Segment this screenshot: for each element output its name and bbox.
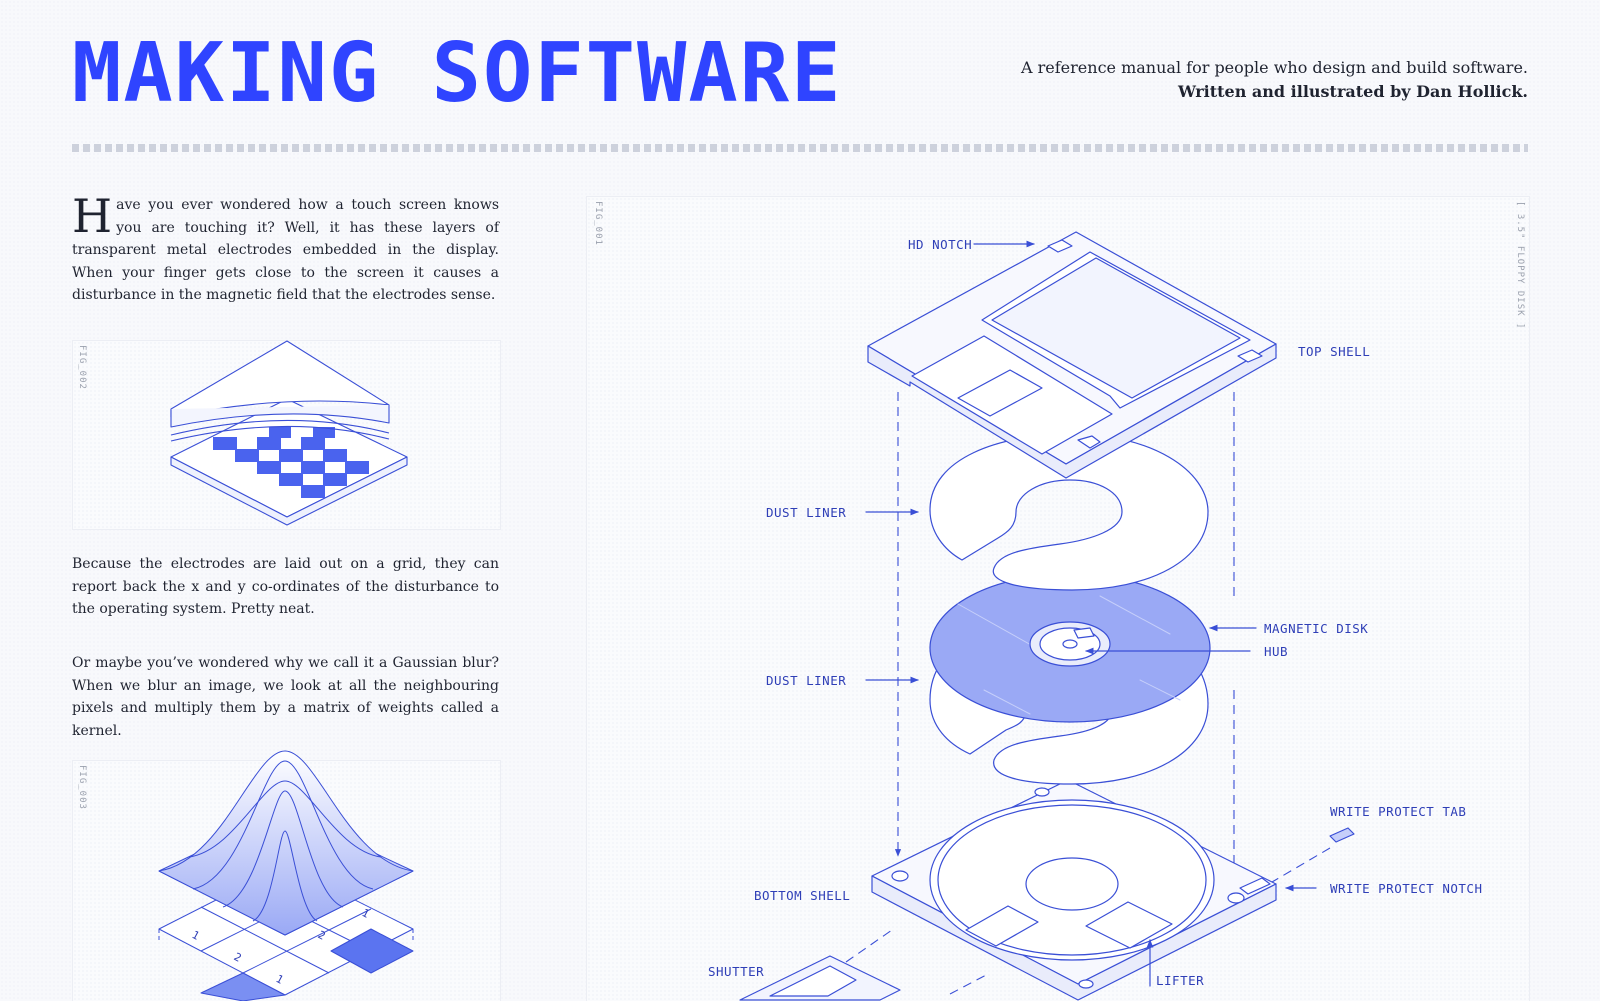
intro-text: ave you ever wondered how a touch screen… bbox=[72, 197, 499, 303]
label-bottom-shell: BOTTOM SHELL bbox=[754, 888, 850, 903]
tagline-author: Written and illustrated by Dan Hollick. bbox=[1178, 82, 1528, 101]
figure-touchscreen: FIG_002 bbox=[72, 340, 501, 530]
label-dust-liner-bottom: DUST LINER bbox=[766, 673, 846, 688]
site-title[interactable]: MAKING SOFTWARE bbox=[72, 26, 843, 121]
drop-cap: H bbox=[72, 189, 113, 243]
label-magnetic-disk: MAGNETIC DISK bbox=[1264, 621, 1368, 636]
label-dust-liner-top: DUST LINER bbox=[766, 505, 846, 520]
kernel-value: 2 bbox=[232, 950, 244, 965]
kernel-value: 1 bbox=[190, 928, 202, 943]
top-shell bbox=[867, 231, 1277, 479]
gaussian-paragraph: Or maybe you’ve wondered why we call it … bbox=[72, 655, 499, 739]
fig-002-label: FIG_002 bbox=[77, 345, 87, 390]
magnetic-disk bbox=[929, 573, 1211, 723]
write-protect-tab bbox=[1329, 827, 1355, 843]
kernel-value: 2 bbox=[316, 928, 328, 943]
floppy-caption: [ 3.5" FLOPPY DISK ] bbox=[1515, 201, 1525, 330]
gaussian-illustration: 1 2 1 2 1 bbox=[158, 750, 414, 1001]
fig-001-label: FIG_001 bbox=[593, 201, 603, 246]
tagline-description: A reference manual for people who design… bbox=[1021, 58, 1528, 77]
label-lifter: LIFTER bbox=[1156, 973, 1204, 988]
label-hub: HUB bbox=[1264, 644, 1288, 659]
kernel-value: 1 bbox=[360, 906, 372, 921]
label-write-protect-notch: WRITE PROTECT NOTCH bbox=[1330, 881, 1483, 896]
label-hd-notch: HD NOTCH bbox=[908, 237, 972, 252]
grid-paragraph: Because the electrodes are laid out on a… bbox=[72, 556, 499, 617]
touchscreen-illustration bbox=[170, 340, 408, 526]
figure-gaussian: FIG_003 1 bbox=[72, 750, 501, 1001]
fig-003-label: FIG_003 bbox=[77, 765, 87, 810]
bottom-shell bbox=[871, 779, 1277, 1001]
label-shutter: SHUTTER bbox=[708, 964, 764, 979]
kernel-value: 1 bbox=[274, 972, 286, 987]
tagline: A reference manual for people who design… bbox=[968, 56, 1528, 104]
label-top-shell: TOP SHELL bbox=[1298, 344, 1370, 359]
header-divider bbox=[72, 144, 1528, 152]
label-write-protect-tab: WRITE PROTECT TAB bbox=[1330, 804, 1466, 819]
electrode-grid bbox=[213, 427, 369, 498]
